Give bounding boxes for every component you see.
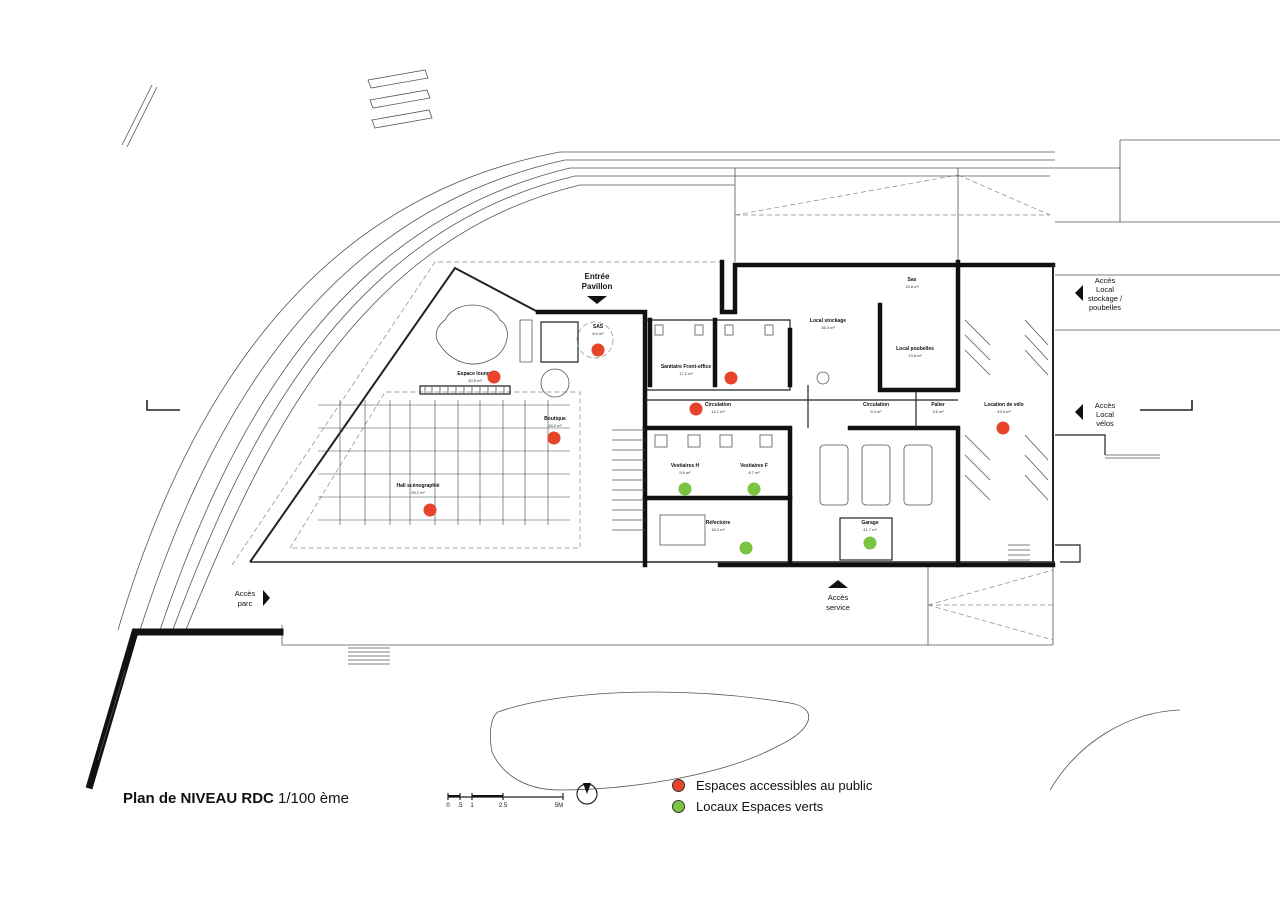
room-15-marker <box>863 536 877 550</box>
scale-tick-3: 2.5 <box>499 803 508 809</box>
entrance-arrow-icon <box>587 296 607 304</box>
access-stockage-1: Accès <box>1095 276 1116 285</box>
access-parc-arrow-icon <box>263 590 270 606</box>
north-arrow-icon <box>576 783 598 805</box>
plan-title: Plan de NIVEAU RDC 1/100 ème <box>123 790 349 807</box>
building <box>231 259 1160 568</box>
access-labels: Accès parc Accès service Accès Local sto… <box>235 276 1123 612</box>
room-12-area: 9.6 m² <box>679 470 691 475</box>
entrance-marker: Entrée Pavillon <box>582 272 613 304</box>
room-4-name: Sanitaire Front-office <box>661 364 712 370</box>
plan-title-scale: 1/100 ème <box>278 790 349 807</box>
room-6-area: 36.0 m² <box>821 325 835 330</box>
scale-tick-2: 1 <box>470 803 474 809</box>
access-service-2: service <box>826 603 850 612</box>
legend-dot-public <box>672 779 685 792</box>
site-context <box>85 69 1280 791</box>
room-13-marker <box>747 482 761 496</box>
room-10-name: Palier <box>931 402 945 408</box>
room-1-name: Boutique <box>544 416 566 422</box>
room-14-marker <box>739 541 753 555</box>
room-5-name: Circulation <box>705 402 731 408</box>
room-1-marker <box>547 431 561 445</box>
room-0-name: Espace lounge <box>457 371 493 377</box>
access-velos-arrow-icon <box>1075 404 1083 420</box>
room-12-marker <box>678 482 692 496</box>
room-15-area: 41.7 m² <box>863 527 877 532</box>
access-velos-2: Local <box>1096 410 1114 419</box>
room-14-name: Réfectoire <box>706 520 731 526</box>
access-parc-1: Accès <box>235 589 256 598</box>
room-2-marker <box>423 503 437 517</box>
scale-tick-1: .5 <box>457 803 463 809</box>
room-11-area: 49.4 m² <box>997 409 1011 414</box>
access-stockage-2: Local <box>1096 285 1114 294</box>
room-10-area: 3.5 m² <box>932 409 944 414</box>
access-velos-1: Accès <box>1095 401 1116 410</box>
room-1-area: 18.2 m² <box>548 423 562 428</box>
room-15-name: Garage <box>861 520 878 526</box>
room-9-area: 9.3 m² <box>870 409 882 414</box>
scale-tick-0: 0 <box>446 803 450 809</box>
access-velos-3: vélos <box>1096 419 1114 428</box>
room-2-area: 95.1 m² <box>411 490 425 495</box>
room-2-name: Hall scénographié <box>396 483 439 489</box>
room-8-name: Sas <box>908 277 917 283</box>
room-13-name: Vestiaires F <box>740 463 768 469</box>
access-parc-2: parc <box>238 599 253 608</box>
scale-bar: 0 .5 1 2.5 5M <box>446 793 564 809</box>
access-stockage-4: poubelles <box>1089 303 1121 312</box>
legend-item-green: Locaux Espaces verts <box>672 796 872 817</box>
room-12-name: Vestiaires H <box>671 463 700 469</box>
room-3-name: SAS <box>593 324 604 330</box>
room-5-area: 12.1 m² <box>711 409 725 414</box>
plan-title-main: Plan de NIVEAU RDC <box>123 790 274 807</box>
room-13-area: 8.7 m² <box>748 470 760 475</box>
access-stockage-arrow-icon <box>1075 285 1083 301</box>
room-0-marker <box>487 370 501 384</box>
legend-item-public: Espaces accessibles au public <box>672 775 872 796</box>
access-stockage-3: stockage / <box>1088 294 1123 303</box>
entrance-line1: Entrée <box>585 272 610 281</box>
room-4-area: 17.2 m² <box>679 371 693 376</box>
room-8-area: 15.8 m² <box>905 284 919 289</box>
room-7-area: 13.8 m² <box>908 353 922 358</box>
legend-label-green: Locaux Espaces verts <box>696 799 824 814</box>
scale-tick-4: 5M <box>555 803 563 809</box>
access-service-arrow-icon <box>828 580 848 588</box>
room-5-marker <box>689 402 703 416</box>
room-9-name: Circulation <box>863 402 889 408</box>
access-service-1: Accès <box>828 593 849 602</box>
room-0-area: 30.5 m² <box>468 378 482 383</box>
room-7-name: Local poubelles <box>896 346 934 352</box>
legend-dot-green <box>672 800 685 813</box>
room-11-name: Location de vélo <box>984 402 1023 408</box>
legend-label-public: Espaces accessibles au public <box>696 778 873 793</box>
room-14-area: 18.2 m² <box>711 527 725 532</box>
room-3-area: 8.0 m² <box>592 331 604 336</box>
legend: Espaces accessibles au public Locaux Esp… <box>672 775 872 817</box>
room-3-marker <box>591 343 605 357</box>
room-11-marker <box>996 421 1010 435</box>
entrance-line2: Pavillon <box>582 282 613 291</box>
room-6-name: Local stockage <box>810 318 846 324</box>
room-4-marker <box>724 371 738 385</box>
